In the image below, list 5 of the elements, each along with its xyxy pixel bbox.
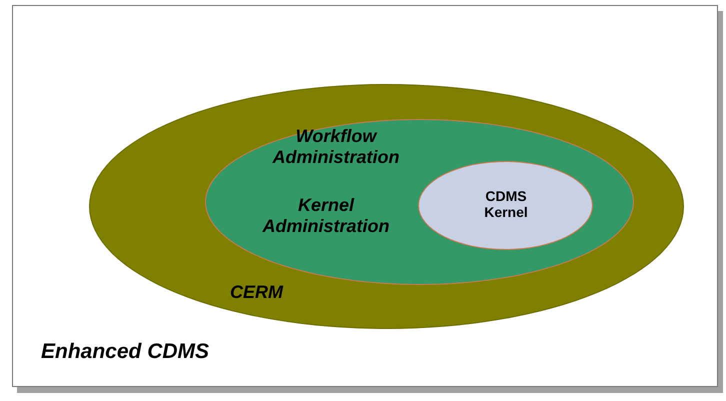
region-label: CDMS Kernel: [483, 188, 529, 220]
region-label: Workflow Administration: [271, 126, 400, 168]
region-label: Enhanced CDMS: [41, 340, 210, 364]
region-label: Kernel Administration: [261, 195, 390, 236]
region-label: CERM: [230, 282, 284, 303]
